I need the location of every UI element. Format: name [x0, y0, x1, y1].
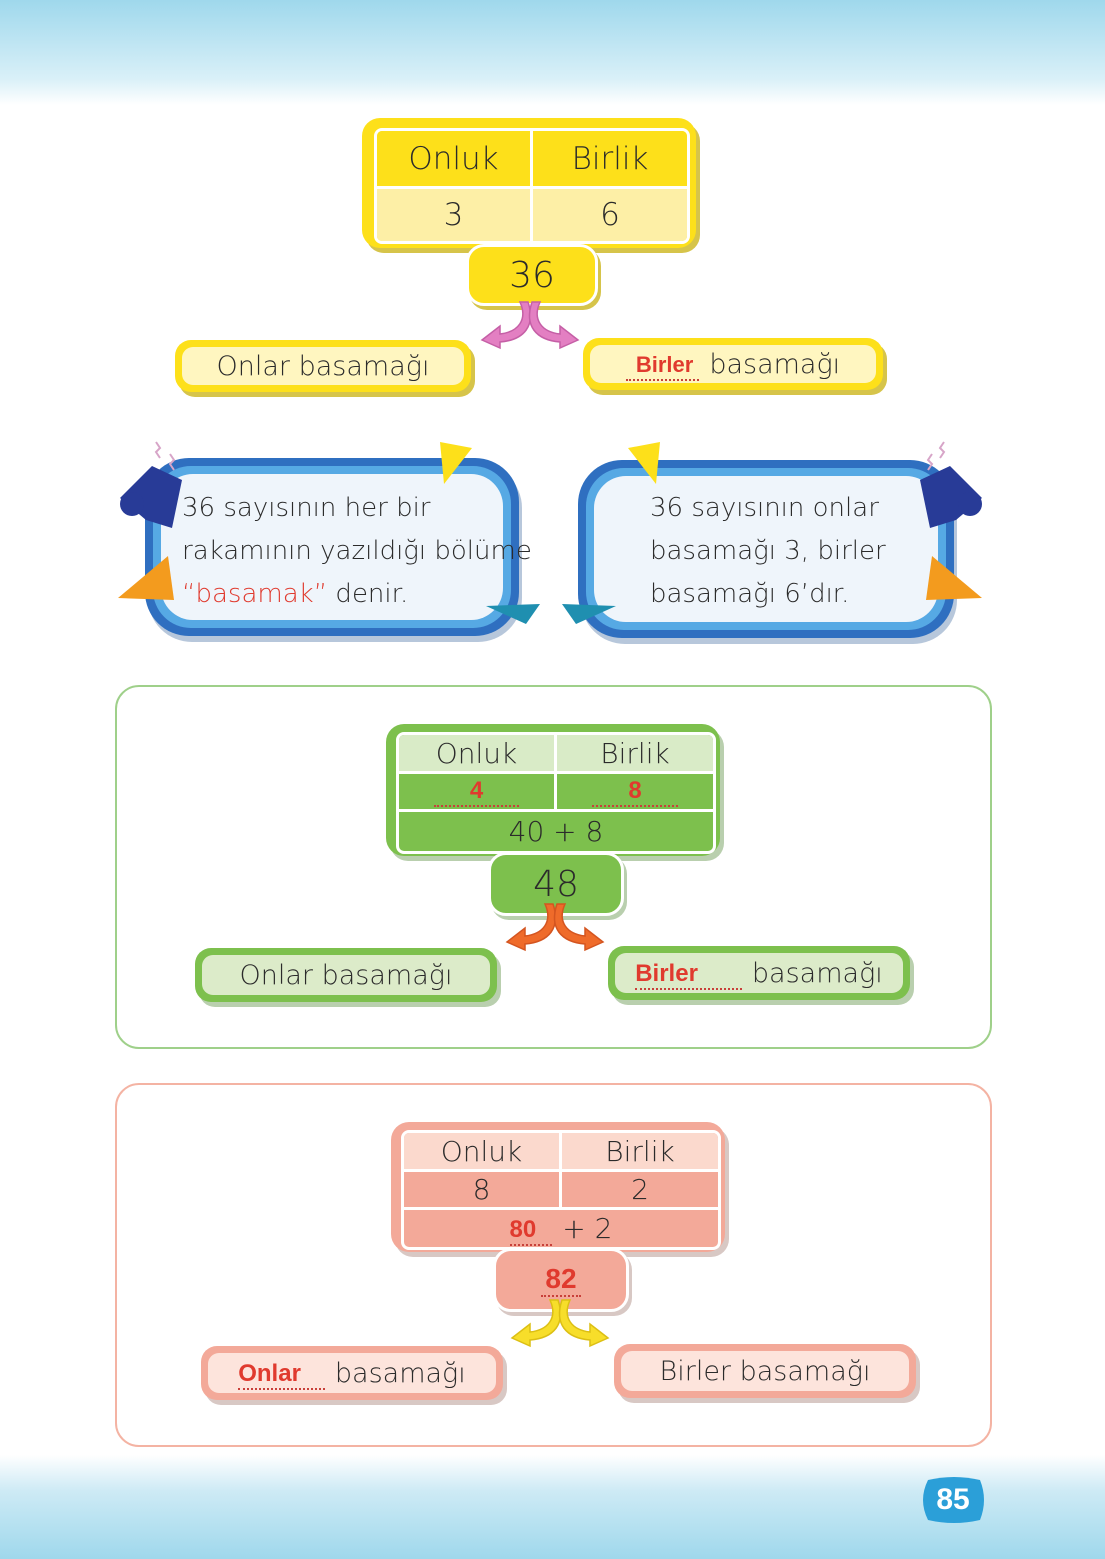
header-birlik: Birlik	[557, 735, 713, 774]
teal-shape-left	[486, 604, 540, 624]
tens-place-text: Onlar basamağı	[202, 955, 490, 995]
info-bubble-left-text: 36 sayısının her bir rakamının yazıldığı…	[182, 487, 532, 616]
bottom-band	[0, 1455, 1105, 1559]
ones-answer-blank: Birler	[625, 348, 700, 381]
ones-answer: Birler	[635, 959, 698, 987]
term-basamak: “basamak”	[182, 579, 328, 609]
page-number-badge: 85	[918, 1474, 988, 1526]
info-bubble-right-text: 36 sayısının onlar basamağı 3, birler ba…	[650, 487, 886, 616]
split-arrows-icon	[480, 301, 580, 350]
ones-place-label: Birler basamağı	[614, 1344, 916, 1398]
top-band	[0, 0, 1105, 105]
orange-triangle-left	[118, 556, 174, 600]
teal-shape-right	[562, 604, 616, 624]
digit-ones: 2	[562, 1172, 718, 1210]
ones-answer-blank: 8	[557, 774, 713, 812]
place-value-table-48: Onluk Birlik 4 8 40 + 8	[386, 724, 720, 856]
number-36: 36	[466, 244, 598, 306]
header-birlik: Birlik	[562, 1133, 718, 1172]
digit-ones: 6	[533, 189, 687, 241]
ones-suffix: basamağı	[709, 348, 841, 380]
yellow-triangle-right	[628, 442, 660, 484]
orange-triangle-right	[926, 556, 982, 600]
tens-place-label: Onlar basamağı	[195, 948, 497, 1002]
tens-place-label: Onlar basamağı	[175, 340, 471, 392]
info-bubble-right	[578, 460, 954, 638]
ones-suffix: basamağı	[751, 957, 883, 989]
bubble-right-line-1: 36 sayısının onlar	[650, 493, 879, 523]
yellow-triangle-left	[440, 442, 472, 484]
number-answer: 82	[541, 1263, 581, 1297]
bubble-right-line-3: basamağı 6’dır.	[650, 579, 850, 609]
tens-answer: 4	[433, 777, 520, 807]
ones-answer-blank: Birler	[635, 957, 742, 990]
tens-answer-blank: Onlar	[238, 1357, 325, 1390]
header-onluk: Onluk	[377, 131, 533, 189]
bubble-right-line-2: basamağı 3, birler	[650, 536, 886, 566]
page-number: 85	[936, 1483, 970, 1516]
ones-place-label: Birler basamağı	[583, 338, 883, 390]
split-arrows-icon	[510, 1299, 610, 1348]
digit-tens: 3	[377, 189, 533, 241]
split-arrows-icon	[505, 903, 605, 952]
ones-place-text: Birler basamağı	[621, 1351, 909, 1391]
bubble-left-line-2: rakamının yazıldığı bölüme	[182, 536, 532, 566]
exercise-panel-48	[115, 685, 992, 1049]
expansion-rest: + 2	[562, 1212, 613, 1245]
header-onluk: Onluk	[404, 1133, 562, 1172]
digit-tens: 8	[404, 1172, 562, 1210]
bubble-left-line-3: denir.	[327, 579, 409, 609]
megaphone-icon-right	[920, 441, 982, 528]
info-bubble-left	[145, 458, 519, 636]
place-value-table-36: Onluk Birlik 3 6	[362, 118, 696, 248]
expansion-answer: 80	[509, 1216, 537, 1243]
ones-place-label: Birler basamağı	[608, 946, 910, 1000]
ones-answer: 8	[592, 777, 678, 807]
bubble-left-line-1: 36 sayısının her bir	[182, 493, 431, 523]
expansion-48: 40 + 8	[508, 815, 604, 848]
expansion-82: 80 + 2	[404, 1210, 718, 1247]
header-birlik: Birlik	[533, 131, 687, 189]
tens-answer-blank: 4	[399, 774, 557, 812]
tens-place-label: Onlar basamağı	[201, 1346, 503, 1400]
exercise-panel-82	[115, 1083, 992, 1447]
place-value-table-82: Onluk Birlik 8 2 80 + 2	[391, 1122, 725, 1252]
tens-answer: Onlar	[238, 1359, 301, 1387]
ones-answer: Birler	[635, 351, 694, 377]
megaphone-icon-left	[120, 441, 182, 528]
tens-place-text: Onlar basamağı	[182, 347, 464, 385]
header-onluk: Onluk	[399, 735, 557, 774]
expansion-answer-blank: 80	[509, 1211, 553, 1246]
tens-suffix: basamağı	[334, 1357, 466, 1389]
